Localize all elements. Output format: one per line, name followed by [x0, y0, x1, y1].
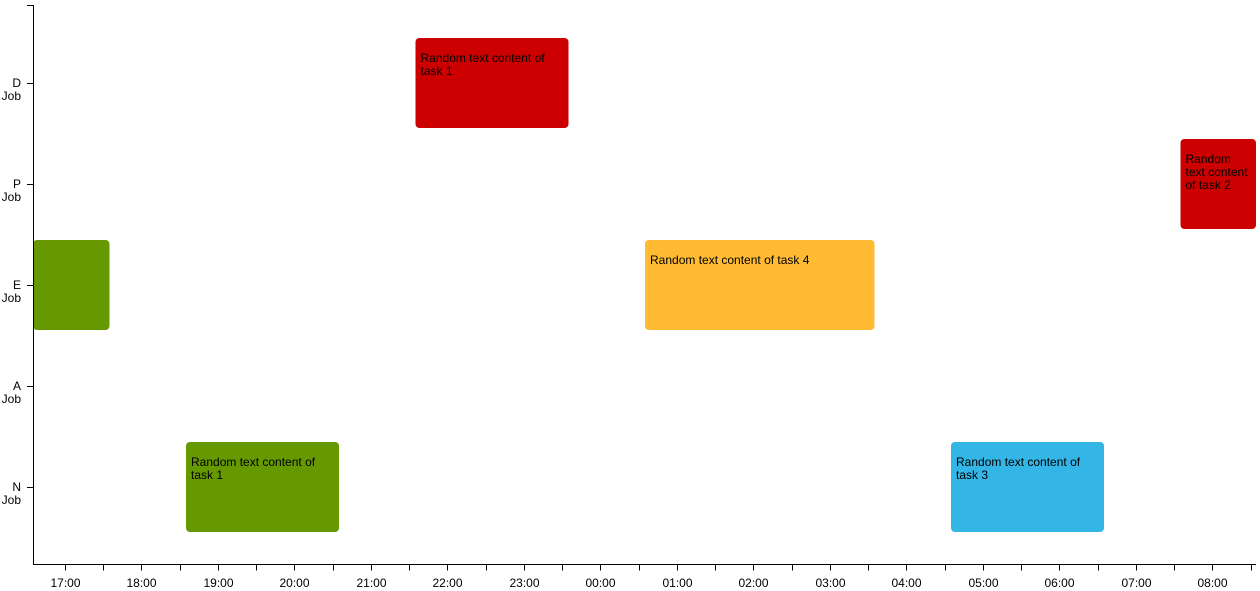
- task-bar[interactable]: [645, 240, 875, 330]
- task-bars: Random text content of task 1 Random text…: [33, 38, 1256, 532]
- x-tick-label: 22:00: [432, 576, 462, 590]
- y-tick-label: N: [12, 480, 21, 494]
- task-bar-group[interactable]: Random text content of task 4: [645, 240, 875, 330]
- x-tick-label: 04:00: [891, 576, 921, 590]
- task-label: Random text content of task 1: [191, 456, 316, 482]
- task-bar-group[interactable]: Random text content of task 3: [951, 442, 1104, 532]
- task-label-box: Random text content of task 1: [191, 456, 316, 482]
- x-tick-label: 18:00: [126, 576, 156, 590]
- x-tick-label: 06:00: [1044, 576, 1074, 590]
- task-label: Random text content of task 1: [420, 52, 545, 78]
- y-tick-label-suffix: Job: [2, 392, 22, 406]
- task-bar-group[interactable]: [33, 240, 110, 330]
- y-tick-label-suffix: Job: [2, 291, 22, 305]
- task-bar[interactable]: [415, 38, 569, 128]
- task-bar-group[interactable]: Random text content of task 1: [415, 38, 569, 128]
- y-tick-label: A: [13, 379, 21, 393]
- task-label-box: Random text content of task 4: [650, 254, 810, 267]
- task-label-box: Random text content of task 1: [420, 52, 545, 78]
- x-tick-label: 21:00: [356, 576, 386, 590]
- x-tick-label: 08:00: [1197, 576, 1227, 590]
- y-tick-label-suffix: Job: [2, 190, 22, 204]
- x-tick-label: 01:00: [662, 576, 692, 590]
- x-tick-label: 20:00: [279, 576, 309, 590]
- task-bar[interactable]: [33, 240, 110, 330]
- x-tick-label: 00:00: [585, 576, 615, 590]
- task-bar-group[interactable]: Random text content of task 2: [1180, 139, 1257, 229]
- y-tick-label-suffix: Job: [2, 89, 22, 103]
- y-tick-label-suffix: Job: [2, 493, 22, 507]
- x-tick-label: 23:00: [509, 576, 539, 590]
- y-tick-label: D: [12, 76, 21, 90]
- task-bar[interactable]: [186, 442, 339, 532]
- x-tick-label: 07:00: [1121, 576, 1151, 590]
- task-bar[interactable]: [1180, 139, 1257, 229]
- x-tick-label: 05:00: [968, 576, 998, 590]
- x-tick-label: 02:00: [738, 576, 768, 590]
- y-tick-label: E: [13, 278, 21, 292]
- y-tick-label: P: [13, 177, 21, 191]
- task-label: Random text content of task 2: [1185, 153, 1248, 192]
- task-label-box: Random text content of task 3: [956, 456, 1081, 482]
- task-bar[interactable]: [951, 442, 1104, 532]
- task-label-box: Random text content of task 2: [1185, 153, 1248, 192]
- x-tick-label: 19:00: [203, 576, 233, 590]
- x-tick-label: 17:00: [50, 576, 80, 590]
- x-axis: 17:00 18:00 19:00 20:00 21:00 22:00 23:00 00:00…: [33, 564, 1256, 590]
- task-label: Random text content of task 4: [650, 254, 810, 267]
- x-tick-label: 03:00: [815, 576, 845, 590]
- task-bar-group[interactable]: Random text content of task 1: [186, 442, 339, 532]
- task-label: Random text content of task 3: [956, 456, 1081, 482]
